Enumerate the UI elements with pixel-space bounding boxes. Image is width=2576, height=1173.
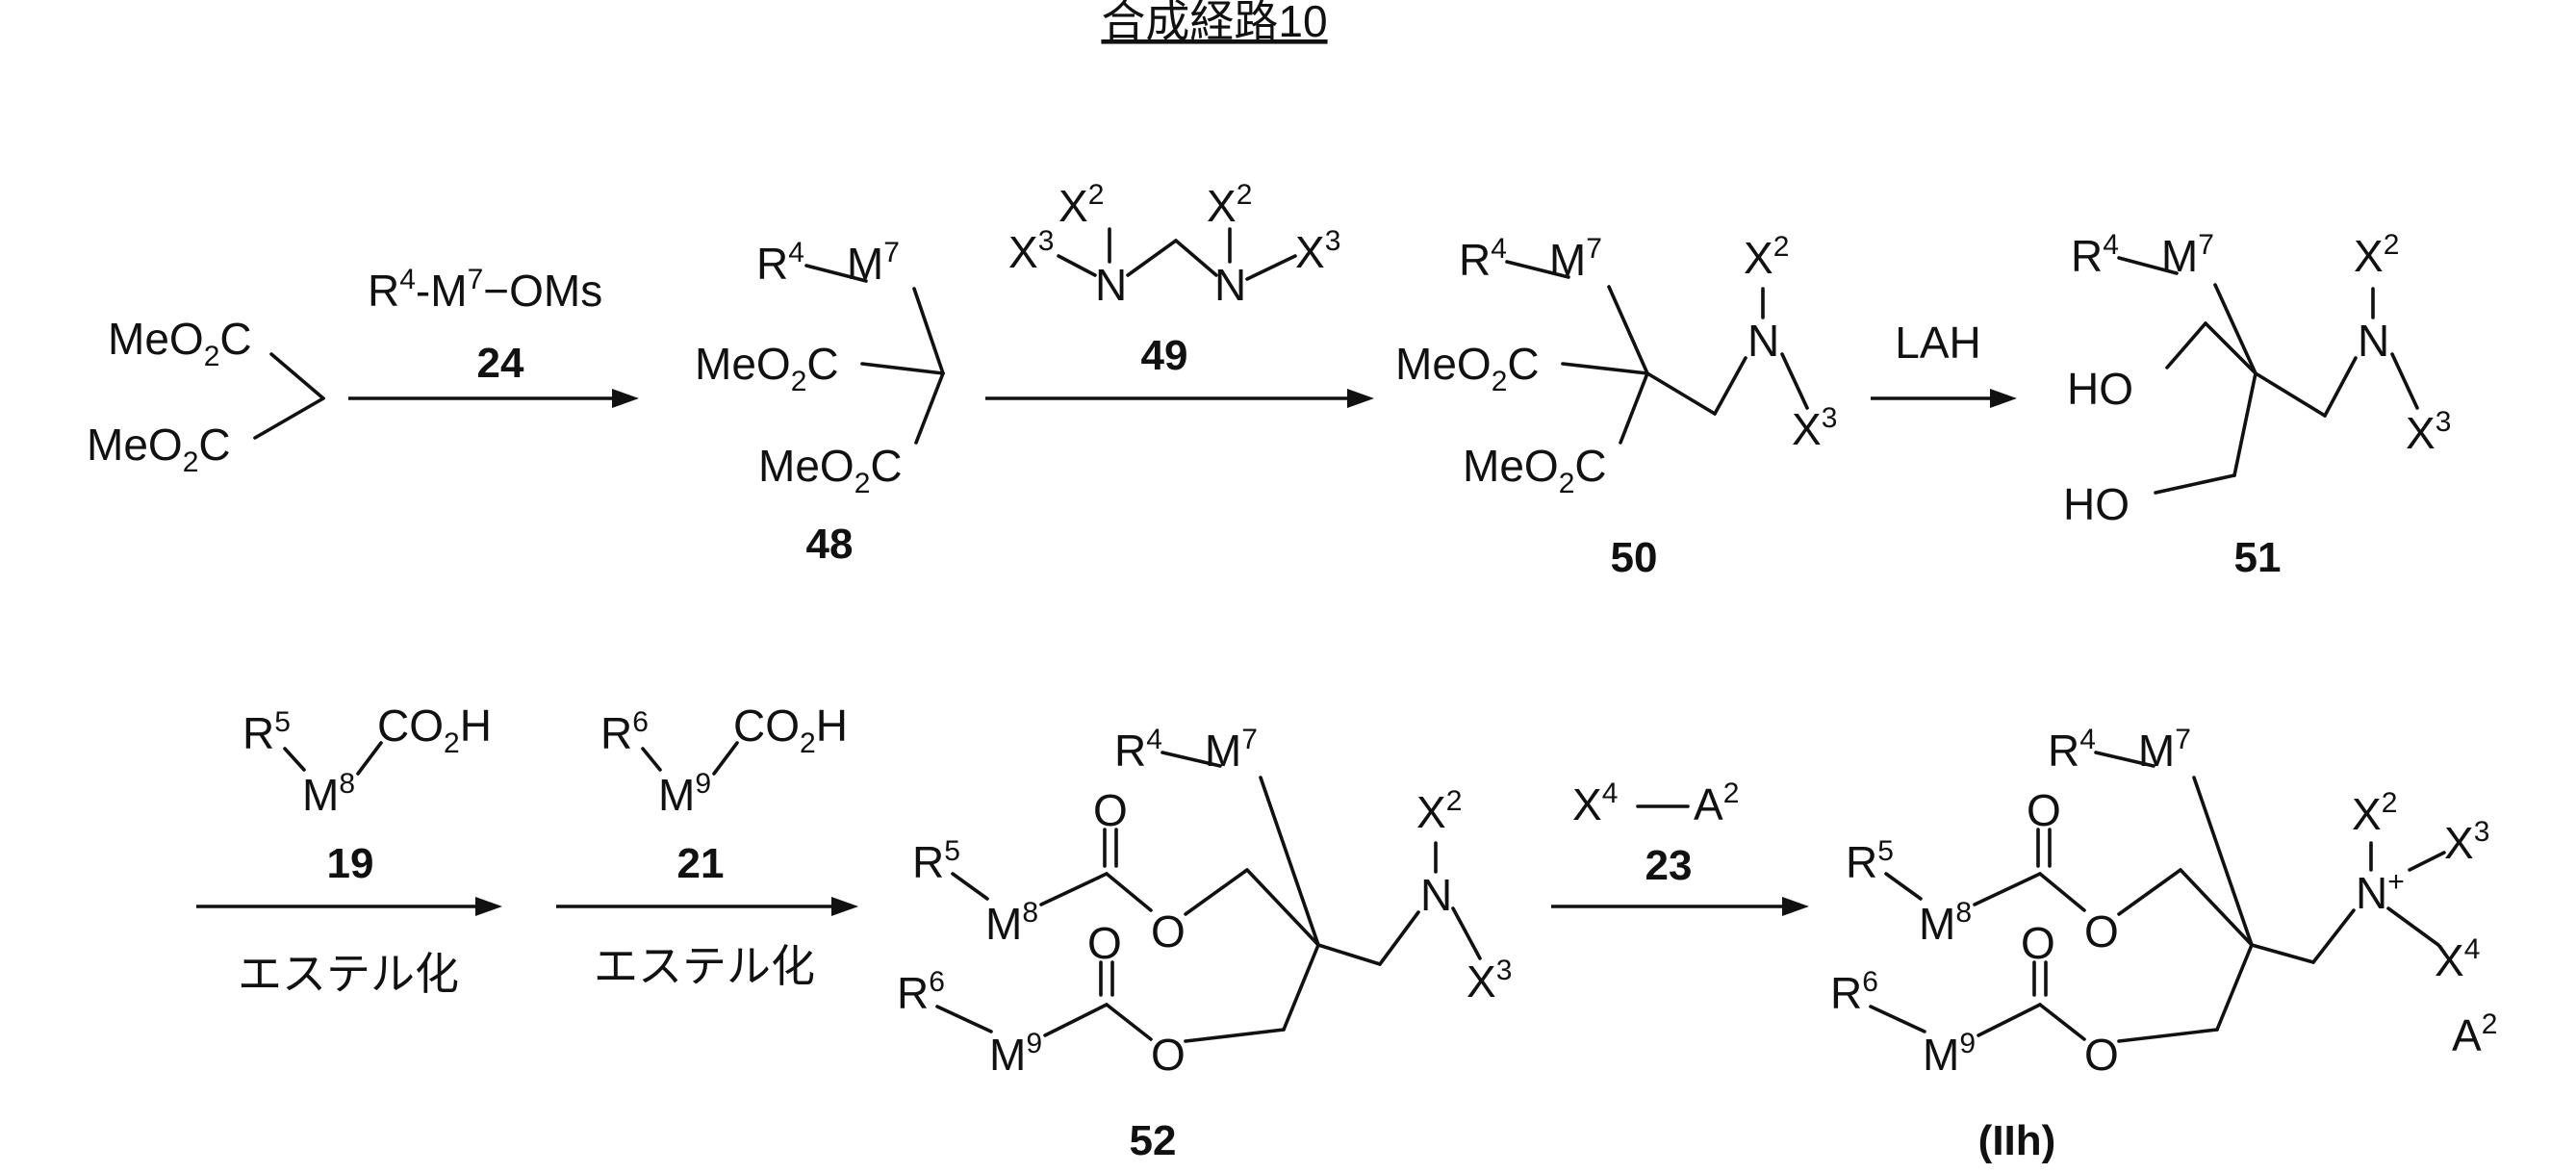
c52-m8: M8 [985, 897, 1038, 949]
iih-x2: X2 [2352, 787, 2397, 839]
iih-r6: R6 [1830, 966, 1878, 1018]
iih-m8: M8 [1919, 897, 1972, 949]
c51-n: N [2358, 316, 2389, 366]
c50-x3: X3 [1792, 402, 1837, 454]
compound-52: R4M7 R5 M8 O O R6 M9 O O N X2 X3 52 [897, 724, 1512, 1164]
c52-x2: X2 [1416, 785, 1462, 837]
arrow-step-5: エステル化 [556, 897, 858, 991]
c48-ester-bottom: MeO2C [758, 441, 903, 499]
reagent-r4-m7-oms: R4-M7−OMs [368, 264, 602, 316]
c50-r4-m7: R4M7 [1459, 233, 1602, 285]
c48-r4-m7: R4M7 [756, 237, 900, 289]
c51-r4-m7: R4M7 [2071, 229, 2214, 281]
c19-co2h: CO2H [377, 701, 492, 759]
compound-label-iih: (IIh) [1978, 1117, 2056, 1164]
iih-n-plus: N+ [2356, 866, 2405, 918]
iih-x4: X4 [2435, 933, 2480, 985]
arrow-step-1: R4-M7−OMs 24 [348, 264, 639, 408]
iih-o-ester-top: O [2084, 906, 2119, 956]
iih-o-ester-bottom: O [2084, 1030, 2119, 1080]
c52-x3: X3 [1467, 955, 1512, 1007]
c21-co2h: CO2H [733, 701, 848, 759]
c49-x3-left: X3 [1008, 225, 1054, 277]
c48-ester-top: MeO2C [695, 339, 839, 397]
reagent-esterification-2: エステル化 [594, 941, 815, 991]
compound-label-19: 19 [327, 840, 374, 887]
compound-label-50: 50 [1611, 534, 1658, 581]
compound-50: R4M7 MeO2C MeO2C N X2 X3 50 [1395, 231, 1837, 581]
c52-r5: R5 [912, 835, 960, 887]
arrow-step-2 [985, 389, 1374, 408]
compound-label-23: 23 [1645, 842, 1693, 889]
malonate-ester-bottom: MeO2C [87, 420, 231, 478]
c52-m9: M9 [989, 1028, 1042, 1080]
arrow-step-4: エステル化 [196, 897, 502, 999]
c50-ester-top: MeO2C [1395, 339, 1540, 397]
iih-r4-m7: R4M7 [2048, 724, 2191, 776]
iih-x3: X3 [2444, 816, 2489, 868]
compound-label-21: 21 [677, 840, 725, 887]
compound-label-24: 24 [477, 340, 524, 387]
product-iih: R4M7 R5 M8 O O R6 M9 O O N+ X2 X3 [1830, 724, 2497, 1164]
c19-m8: M8 [302, 768, 355, 820]
c52-o-ester-top: O [1151, 906, 1186, 956]
malonate-ester-top: MeO2C [108, 314, 252, 372]
c21-r6: R6 [600, 706, 649, 758]
reagent-a2: A2 [1694, 778, 1739, 829]
c49-n-left: N [1095, 260, 1127, 310]
iih-r5: R5 [1846, 835, 1894, 887]
dimethyl-malonate: MeO2C MeO2C [87, 314, 323, 478]
c50-x2: X2 [1744, 231, 1789, 283]
c52-o-carbonyl-bottom: O [1087, 918, 1122, 968]
c52-o-ester-bottom: O [1151, 1030, 1186, 1080]
c19-r5: R5 [242, 706, 291, 758]
c51-x2: X2 [2354, 229, 2399, 281]
c51-x3: X3 [2406, 406, 2451, 458]
c51-ho-top: HO [2067, 364, 2133, 414]
c52-n: N [1420, 870, 1452, 920]
compound-48: R4M7 MeO2C MeO2C 48 [695, 237, 943, 568]
compound-label-49: 49 [1141, 332, 1188, 379]
compound-label-48: 48 [806, 521, 854, 568]
c51-ho-bottom: HO [2063, 479, 2130, 529]
scheme-title: 合成経路10 [1101, 0, 1327, 46]
acid-21: R6 M9 CO2H 21 [600, 701, 848, 887]
aminal-49: X3 X2 N N X2 X3 49 [1008, 179, 1340, 379]
compound-label-52: 52 [1130, 1117, 1177, 1164]
reagent-lah: LAH [1895, 318, 1980, 368]
c21-m9: M9 [658, 768, 711, 820]
c52-r4-m7: R4M7 [1114, 724, 1258, 776]
reagent-esterification-1: エステル化 [238, 949, 459, 999]
iih-o-carbonyl-bottom: O [2021, 918, 2055, 968]
c49-x2-left: X2 [1058, 179, 1104, 231]
arrow-step-3: LAH [1871, 318, 2017, 408]
arrow-step-6: X4 A2 23 [1551, 778, 1809, 916]
acid-19: R5 M8 CO2H 19 [242, 701, 492, 887]
c52-o-carbonyl-top: O [1093, 785, 1128, 835]
c50-n: N [1747, 316, 1779, 366]
reagent-x4: X4 [1572, 778, 1618, 829]
iih-a2-counterion: A2 [2452, 1008, 2497, 1060]
compound-label-51: 51 [2234, 534, 2282, 581]
iih-o-carbonyl-top: O [2027, 785, 2061, 835]
c49-n-right: N [1214, 260, 1246, 310]
c49-x3-right: X3 [1295, 225, 1340, 277]
iih-m9: M9 [1923, 1028, 1976, 1080]
c49-x2-right: X2 [1207, 179, 1252, 231]
c50-ester-bottom: MeO2C [1463, 441, 1607, 499]
compound-51: R4M7 HO HO N X2 X3 51 [2063, 229, 2451, 581]
c52-r6: R6 [897, 966, 945, 1018]
